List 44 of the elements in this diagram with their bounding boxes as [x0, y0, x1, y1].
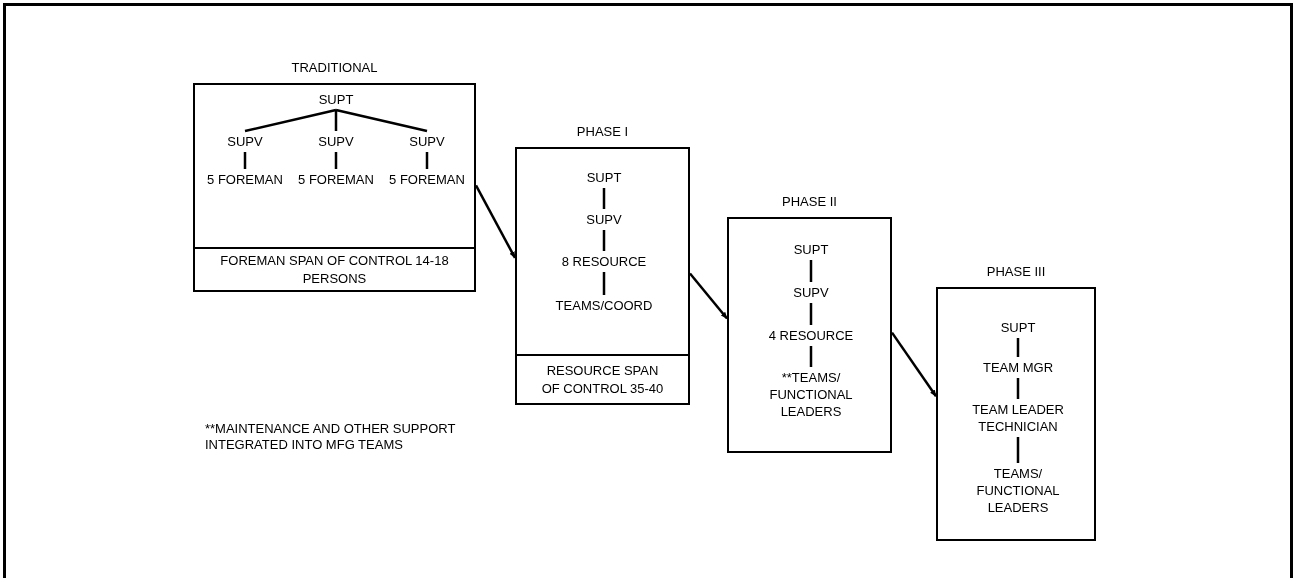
- arrow: [474, 184, 517, 259]
- org-role-label: SUPT: [988, 319, 1048, 336]
- phase-heading: PHASE II: [782, 193, 837, 211]
- org-role-label: TEAM LEADER TECHNICIAN: [958, 401, 1078, 435]
- phase-heading: PHASE III: [986, 263, 1046, 281]
- span-of-control-box: FOREMAN SPAN OF CONTROL 14-18 PERSONS: [195, 247, 474, 290]
- connector-line: [602, 272, 606, 295]
- connector-line: [334, 152, 338, 169]
- org-role-label: TEAMS/COORD: [544, 297, 664, 314]
- org-role-label: SUPT: [574, 169, 634, 186]
- org-role-label: SUPV: [397, 133, 457, 150]
- org-role-label: 5 FOREMAN: [296, 171, 376, 188]
- connector-line: [243, 152, 247, 169]
- connector-line: [425, 152, 429, 169]
- span-of-control-box: RESOURCE SPAN OF CONTROL 35-40: [517, 354, 688, 403]
- connector-line: [335, 108, 428, 133]
- phase-heading: PHASE I: [576, 123, 629, 141]
- connector-line: [1016, 437, 1020, 463]
- org-role-label: TEAM MGR: [968, 359, 1068, 376]
- connector-line: [809, 260, 813, 282]
- connector-line: [244, 108, 337, 133]
- org-role-label: 8 RESOURCE: [549, 253, 659, 270]
- arrow: [890, 331, 938, 397]
- org-role-label: TEAMS/ FUNCTIONAL LEADERS: [962, 465, 1074, 516]
- arrow: [689, 272, 728, 320]
- connector-line: [602, 188, 606, 209]
- org-role-label: SUPV: [306, 133, 366, 150]
- connector-line: [1016, 378, 1020, 399]
- connector-line: [809, 346, 813, 367]
- phase-heading: TRADITIONAL: [291, 59, 378, 77]
- org-role-label: SUPT: [306, 91, 366, 108]
- org-role-label: 5 FOREMAN: [387, 171, 467, 188]
- org-role-label: SUPT: [781, 241, 841, 258]
- org-role-label: 4 RESOURCE: [756, 327, 866, 344]
- connector-line: [809, 303, 813, 325]
- connector-line: [334, 110, 338, 131]
- org-role-label: **TEAMS/ FUNCTIONAL LEADERS: [755, 369, 867, 420]
- org-role-label: SUPV: [781, 284, 841, 301]
- org-role-label: SUPV: [574, 211, 634, 228]
- org-role-label: 5 FOREMAN: [205, 171, 285, 188]
- footnote: **MAINTENANCE AND OTHER SUPPORT INTEGRATED INTO MFG TEAMS: [205, 421, 457, 453]
- connector-line: [602, 230, 606, 251]
- org-role-label: SUPV: [215, 133, 275, 150]
- connector-line: [1016, 338, 1020, 357]
